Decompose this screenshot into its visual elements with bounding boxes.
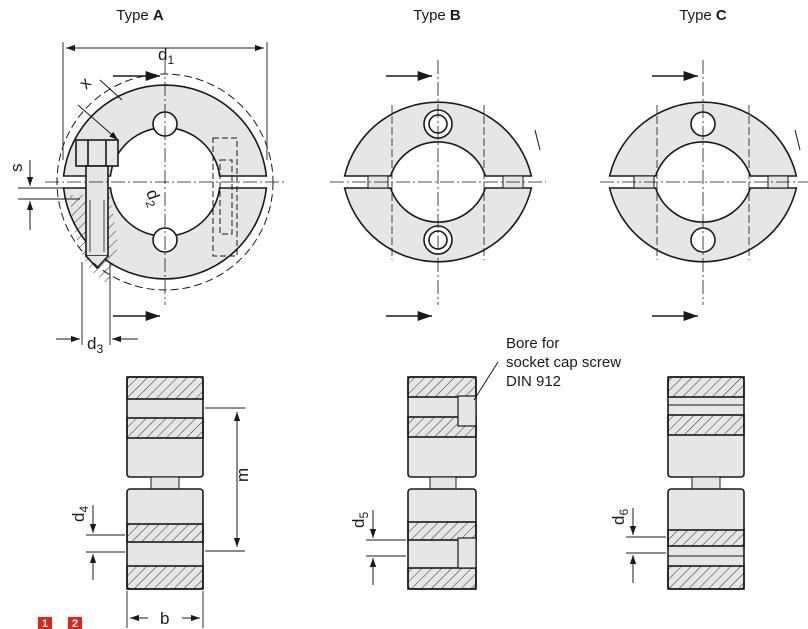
dim-d6: d6 [609,509,631,525]
dim-d2: d2 [139,187,165,210]
dim-x: x [75,73,95,93]
badge-1: 1 [38,617,52,629]
type-c-label: Type C [679,7,727,24]
type-a-front-view [18,42,285,345]
note-line-1: Bore for [506,335,559,352]
type-b-label: Type B [413,7,461,24]
type-a-label: Type A [116,7,164,24]
type-c-side-view [626,376,745,590]
dim-d3: d3 [87,334,103,356]
type-b-side-view [366,361,499,590]
dim-b: b [160,609,169,628]
dim-s: s [7,164,26,173]
svg-text:2: 2 [72,618,78,629]
badge-2: 2 [68,617,82,629]
type-c-front-view [600,60,808,322]
note-line-3: DIN 912 [506,373,561,390]
dim-m: m [233,468,252,482]
svg-text:1: 1 [42,618,48,629]
type-a-side-view [86,376,245,628]
dim-d5: d5 [349,512,371,528]
type-b-front-view [330,60,546,322]
note-line-2: socket cap screw [506,354,621,371]
dim-d4: d4 [69,506,91,522]
dim-d1: d1 [158,45,174,67]
